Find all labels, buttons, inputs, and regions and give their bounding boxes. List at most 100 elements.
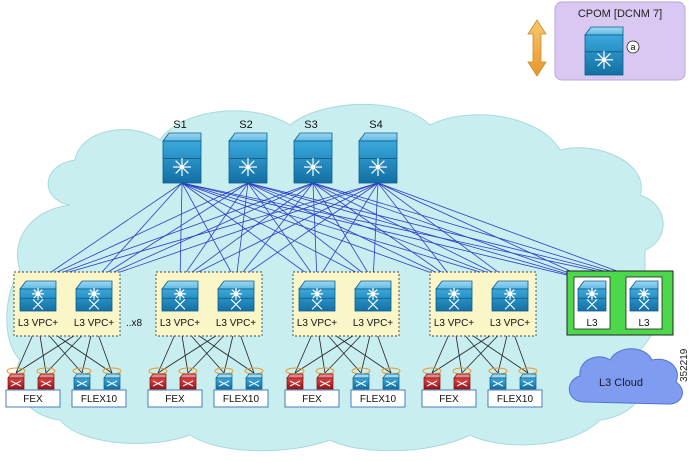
spine-leaf-link xyxy=(312,182,593,282)
l3-cloud-label: L3 Cloud xyxy=(599,377,643,389)
leaf-label: L3 VPC+ xyxy=(18,318,58,329)
sync-arrow xyxy=(527,19,547,77)
fex-label-box xyxy=(147,389,203,408)
flex10-icon xyxy=(214,367,234,390)
leaf-switch-icon xyxy=(161,280,199,312)
flex10-label: FLEX10 xyxy=(223,394,260,405)
spine-leaf-link xyxy=(179,182,183,282)
flex10-label-box xyxy=(350,389,406,408)
spine-switch-icon xyxy=(358,132,398,184)
flex10-label: FLEX10 xyxy=(497,394,534,405)
flex10-icon xyxy=(72,367,92,390)
flex10-icon xyxy=(488,367,508,390)
spine-leaf-link xyxy=(312,182,374,282)
spine-label: S4 xyxy=(369,119,382,131)
leaf-switch-icon xyxy=(435,280,473,312)
leaf-label: L3 VPC+ xyxy=(434,318,474,329)
flex10-icon xyxy=(351,367,371,390)
spine-leaf-link xyxy=(181,182,645,282)
spine-leaf-link xyxy=(377,182,511,282)
spine-leaf-link xyxy=(377,182,645,282)
spine-leaf-link xyxy=(37,182,379,282)
leaf-switch-icon xyxy=(217,280,255,312)
flex10-label-box xyxy=(213,389,269,408)
spine-leaf-link xyxy=(372,182,379,282)
flex10-icon xyxy=(102,367,122,390)
leaf-label: L3 VPC+ xyxy=(490,318,530,329)
fex-label: FEX xyxy=(302,394,322,405)
spine-leaf-link xyxy=(235,182,249,282)
leaf-label: L3 VPC+ xyxy=(160,318,200,329)
spine-switch-icon xyxy=(293,132,333,184)
leaf-label: L3 VPC+ xyxy=(353,318,393,329)
cpom-switch-icon xyxy=(584,26,624,76)
figure-id: 352219 xyxy=(679,348,690,382)
flex10-icon xyxy=(244,367,264,390)
spine-leaf-link xyxy=(312,182,318,282)
spine-leaf-link xyxy=(235,182,379,282)
flex10-label: FLEX10 xyxy=(81,394,118,405)
fex-icon xyxy=(452,367,472,390)
border-leaf-label: L3 xyxy=(586,318,598,329)
spine-leaf-link xyxy=(179,182,314,282)
fex-label: FEX xyxy=(23,394,43,405)
spine-switch-icon xyxy=(228,132,268,184)
spine-leaf-link xyxy=(37,182,183,282)
spine-label: S2 xyxy=(239,119,252,131)
spine-leaf-link xyxy=(377,182,455,282)
flex10-label: FLEX10 xyxy=(360,394,397,405)
leaf-switch-icon xyxy=(75,280,113,312)
fex-icon xyxy=(148,367,168,390)
fex-label-box xyxy=(284,389,340,408)
flex10-icon xyxy=(518,367,538,390)
spine-leaf-link xyxy=(316,182,379,282)
fex-icon xyxy=(6,367,26,390)
leaf-label: L3 VPC+ xyxy=(74,318,114,329)
spine-leaf-link xyxy=(179,182,379,282)
fex-icon xyxy=(422,367,442,390)
leaf-label: L3 VPC+ xyxy=(216,318,256,329)
cpom-label: CPOM [DCNM 7] xyxy=(578,8,662,20)
svg-text:a: a xyxy=(630,42,635,52)
leaf-switch-icon xyxy=(19,280,57,312)
flex10-icon xyxy=(381,367,401,390)
leaf-switch-icon xyxy=(354,280,392,312)
cpom-badge: a xyxy=(626,40,640,54)
spine-leaf-link xyxy=(247,182,511,282)
spine-leaf-link xyxy=(181,182,318,282)
spine-leaf-link xyxy=(247,182,318,282)
leaf-switch-icon xyxy=(298,280,336,312)
spine-leaf-link xyxy=(181,182,593,282)
leaf-switch-icon xyxy=(491,280,529,312)
spine-leaf-link xyxy=(93,182,314,282)
spine-leaf-link xyxy=(93,182,249,282)
spine-label: S3 xyxy=(304,119,317,131)
spine-leaf-link xyxy=(235,182,314,282)
flex10-label-box xyxy=(487,389,543,408)
spine-leaf-link xyxy=(37,182,249,282)
fex-label: FEX xyxy=(165,394,185,405)
spine-leaf-link xyxy=(247,182,374,282)
spine-leaf-link xyxy=(247,182,455,282)
spine-leaf-link xyxy=(377,182,593,282)
spine-leaf-link xyxy=(93,182,183,282)
spine-leaf-link xyxy=(312,182,455,282)
spine-leaf-link xyxy=(181,182,455,282)
l3-cloud: L3 Cloud xyxy=(568,348,683,405)
leaf-label: L3 VPC+ xyxy=(297,318,337,329)
border-leaf-label: L3 xyxy=(638,318,650,329)
fex-icon xyxy=(36,367,56,390)
fex-icon xyxy=(315,367,335,390)
spine-leaf-link xyxy=(179,182,249,282)
flex10-label-box xyxy=(71,389,127,408)
fex-label-box xyxy=(421,389,477,408)
spine-leaf-link xyxy=(37,182,314,282)
fex-label-box xyxy=(5,389,61,408)
spine-leaf-link xyxy=(247,182,593,282)
fex-label: FEX xyxy=(439,394,459,405)
fex-icon xyxy=(285,367,305,390)
fex-icon xyxy=(178,367,198,390)
spine-leaf-link xyxy=(93,182,379,282)
spine-switch-icon xyxy=(162,132,202,184)
